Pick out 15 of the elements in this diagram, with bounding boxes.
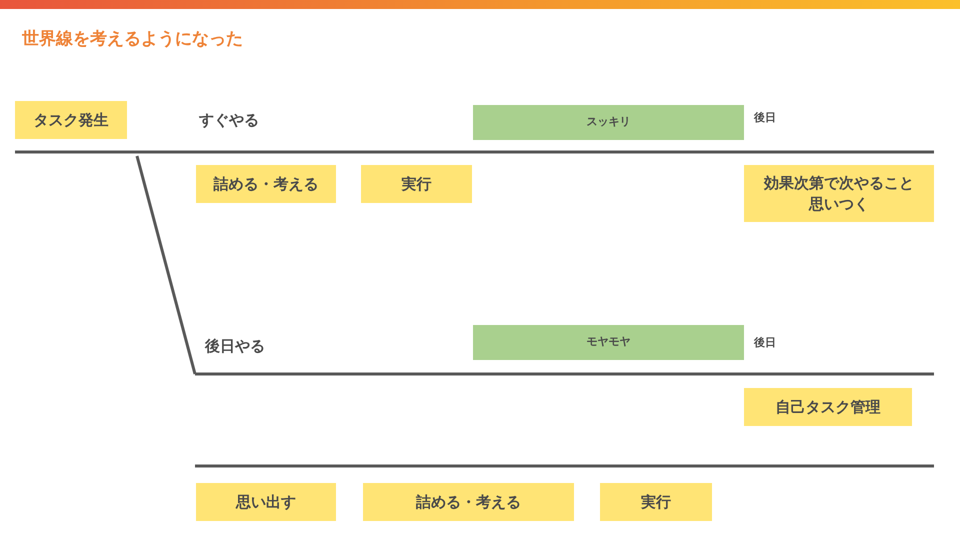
time-label: 後日 [754, 336, 776, 350]
outcome-bar: モヤモヤ [473, 325, 744, 360]
step-card: 思い出す [196, 483, 336, 521]
time-label: 後日 [754, 111, 776, 124]
step-card: 詰める・考える [363, 483, 574, 521]
step-card: 実行 [600, 483, 712, 521]
step-card: 実行 [361, 165, 472, 203]
outcome-bar: スッキリ [473, 105, 744, 140]
event-card: タスク発生 [15, 101, 127, 139]
branch-label: 後日やる [205, 337, 265, 355]
step-card: 詰める・考える [196, 165, 336, 203]
step-card: 効果次第で次やること思いつく [744, 165, 934, 222]
branch-label: すぐやる [199, 111, 259, 129]
step-card: 自己タスク管理 [744, 388, 912, 426]
slide-title: 世界線を考えるようになった [22, 29, 243, 50]
